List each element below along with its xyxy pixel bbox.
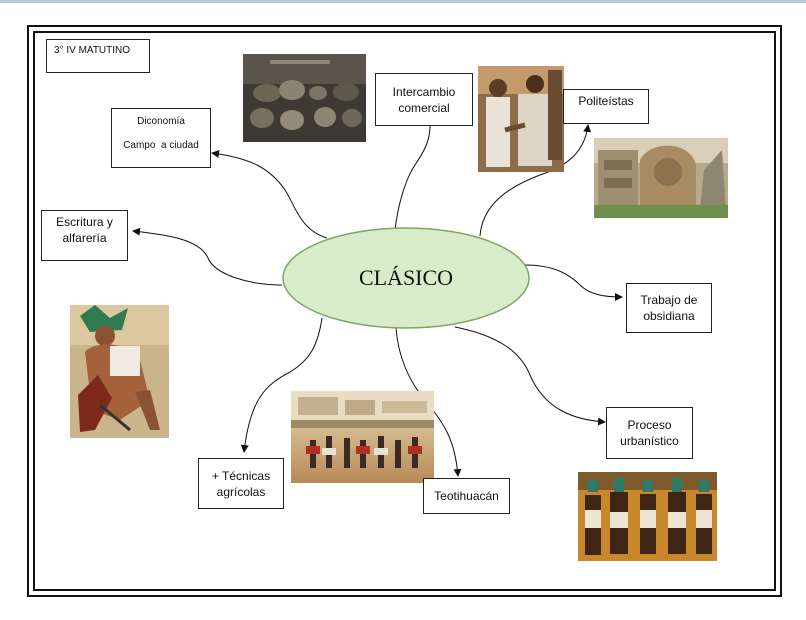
- node-diconomia-line2: Campo a ciudad: [123, 140, 199, 151]
- node-teotihuacan: Teotihuacán: [423, 478, 510, 514]
- group-label-box: 3° IV MATUTINO: [46, 39, 150, 73]
- inner-frame: [33, 31, 776, 591]
- city-procession-painting: [291, 391, 434, 483]
- node-escritura-line1: Escritura y: [56, 215, 113, 229]
- connector-diconomia: [211, 149, 328, 239]
- node-diconomia-line1: Diconomía: [137, 116, 185, 127]
- node-tecnicas-line2: agrícolas: [216, 484, 266, 499]
- node-politeistas-line1: Politeístas: [578, 94, 634, 108]
- maya-mural-painting: [578, 472, 717, 561]
- node-teotihuacan-line1: Teotihuacán: [434, 489, 499, 503]
- connector-obsidiana: [524, 264, 623, 301]
- node-escritura: Escritura y alfarería: [41, 210, 128, 261]
- node-intercambio-line2: comercial: [398, 100, 450, 115]
- node-proceso-line1: Proceso: [627, 418, 672, 432]
- node-escritura-line2: alfarería: [62, 231, 107, 245]
- node-obsidiana-line1: Trabajo de: [640, 293, 698, 307]
- node-obsidiana: Trabajo de obsidiana: [626, 283, 712, 333]
- connector-tecnicas: [240, 317, 323, 453]
- window-top-strip: [0, 0, 806, 3]
- node-proceso-line2: urbanístico: [620, 434, 679, 448]
- connector-proceso: [454, 326, 606, 426]
- node-politeistas: Politeístas: [563, 89, 649, 124]
- connector-politeistas: [479, 124, 592, 237]
- node-obsidiana-line2: obsidiana: [643, 309, 695, 323]
- maya-temple-collage: [594, 138, 728, 218]
- figures-painting: [478, 66, 564, 172]
- node-proceso: Proceso urbanístico: [606, 407, 693, 459]
- node-tecnicas-line1: + Técnicas: [211, 468, 271, 483]
- node-intercambio-line1: Intercambio: [392, 84, 456, 99]
- node-diconomia: Diconomía Campo a ciudad: [111, 108, 211, 168]
- ceramic-vessels-photo: [243, 54, 366, 142]
- warrior-painting: [70, 305, 169, 438]
- group-label: 3° IV MATUTINO: [54, 45, 131, 56]
- center-ellipse: [282, 227, 530, 329]
- outer-frame: [27, 25, 782, 597]
- center-title: CLÁSICO: [358, 265, 454, 290]
- node-tecnicas: + Técnicas agrícolas: [198, 458, 284, 509]
- node-intercambio: Intercambio comercial: [375, 73, 473, 126]
- connector-intercambio: [394, 125, 431, 231]
- connector-escritura: [132, 227, 283, 286]
